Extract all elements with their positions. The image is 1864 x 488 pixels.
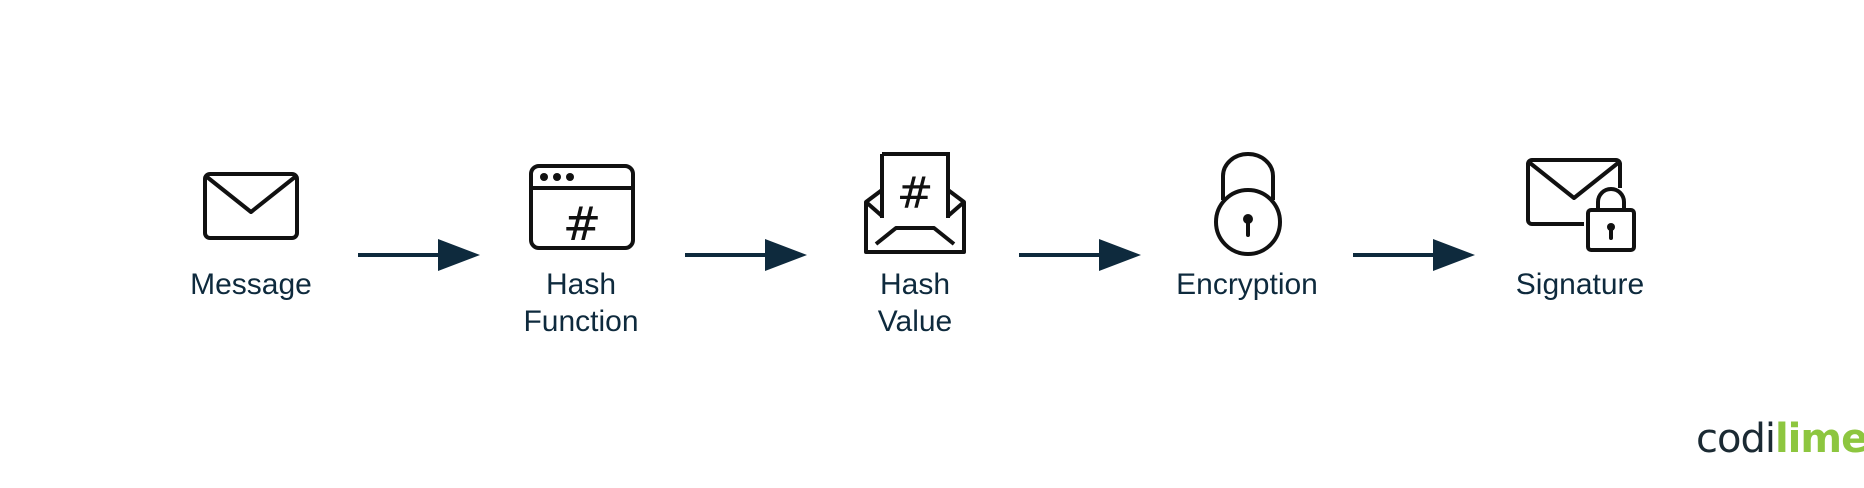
- browser-hash-icon: #: [529, 164, 635, 251]
- codilime-logo: codilime: [1696, 415, 1864, 463]
- envelope-lock-icon: [1526, 158, 1636, 252]
- svg-text:#: #: [563, 197, 602, 251]
- envelope-icon: [203, 172, 299, 240]
- flow-arrow: [685, 239, 807, 271]
- flow-arrow: [358, 239, 480, 271]
- step-label-hash-value: Hash Value: [877, 268, 953, 338]
- logo-text-codi: codi: [1696, 416, 1776, 462]
- svg-text:#: #: [897, 168, 934, 219]
- flow-arrow: [1019, 239, 1141, 271]
- padlock-icon: [1214, 152, 1282, 256]
- step-label-encryption: Encryption: [1176, 268, 1318, 301]
- step-label-signature: Signature: [1515, 268, 1645, 301]
- envelope-hash-icon: #: [864, 152, 966, 254]
- flow-arrow: [1353, 239, 1475, 271]
- step-label-hash-function: Hash Function: [523, 268, 639, 338]
- logo-text-lime: lime: [1774, 416, 1864, 462]
- step-label-message: Message: [190, 268, 312, 301]
